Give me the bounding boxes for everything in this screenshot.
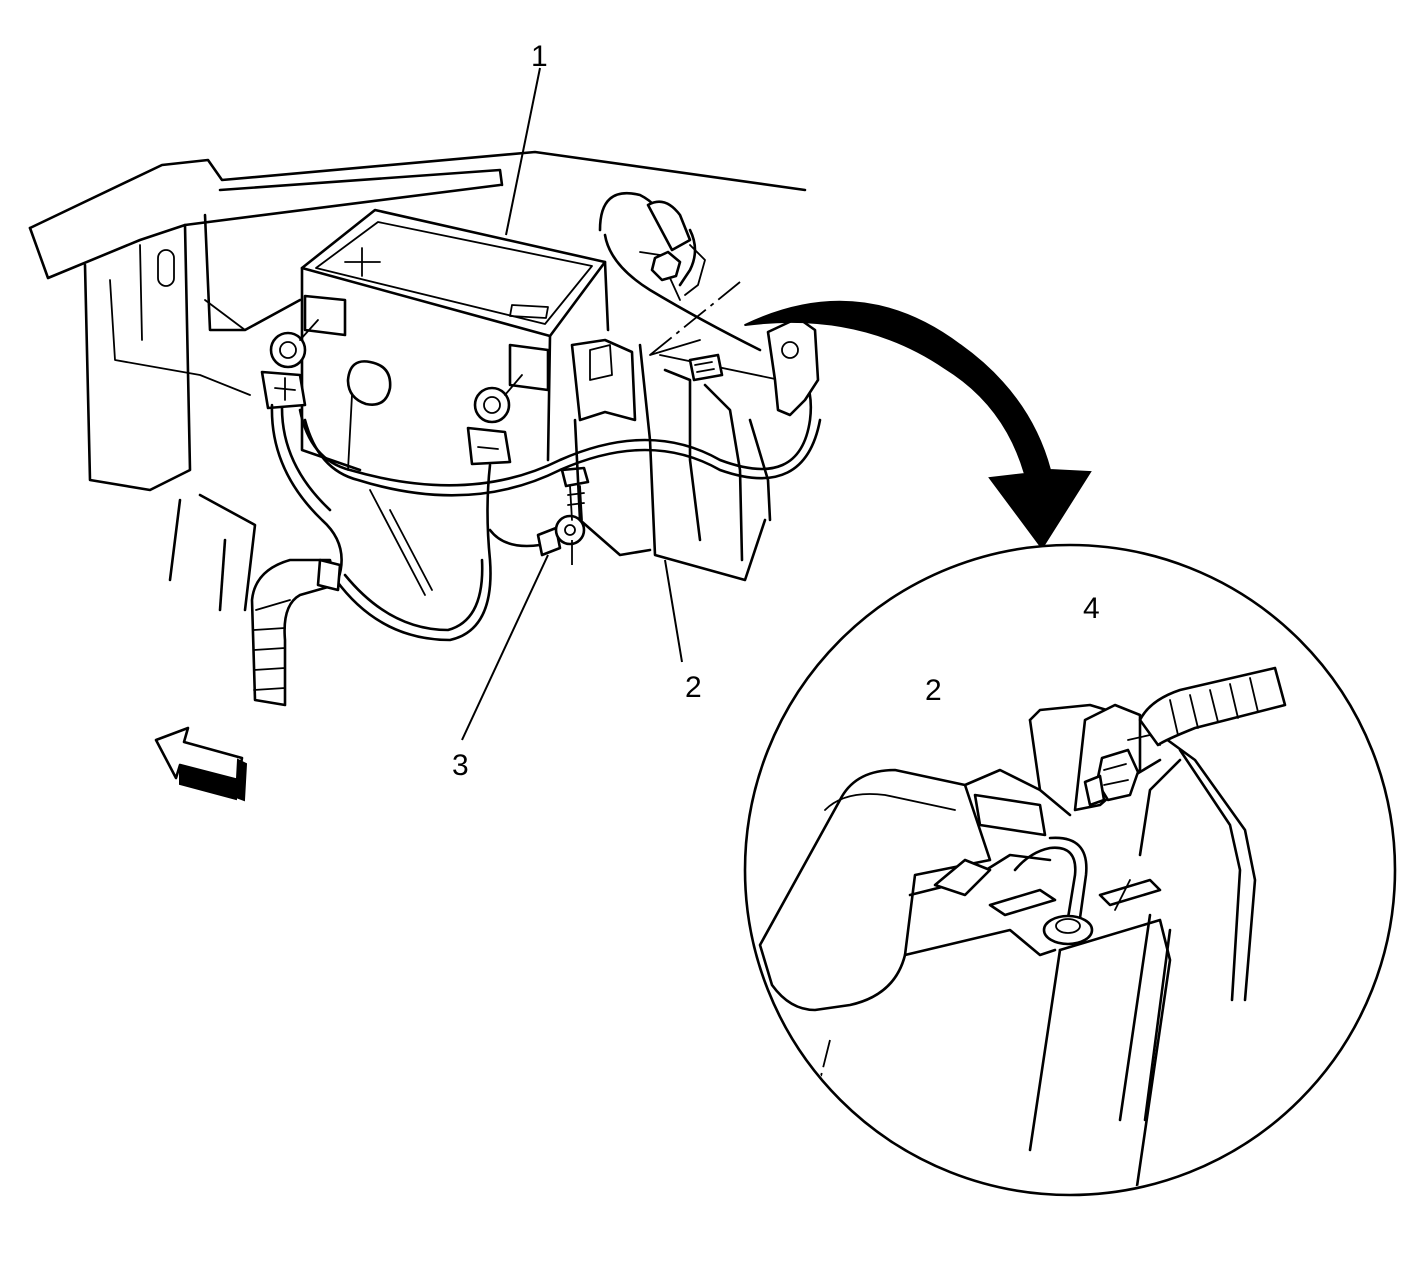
callout-1: 1 — [531, 40, 548, 73]
arrow-left-icon — [154, 726, 248, 802]
negative-terminal — [466, 374, 523, 466]
battery — [300, 208, 610, 596]
callout-3: 3 — [452, 749, 469, 782]
cable-clip — [598, 191, 762, 356]
positive-terminal — [260, 319, 319, 410]
fender-panel — [28, 150, 807, 612]
callout-4: 4 — [1083, 592, 1100, 625]
detail-view — [743, 543, 1397, 1197]
cable-bracket — [744, 316, 820, 417]
cable-loom — [250, 558, 342, 707]
battery-tray — [570, 338, 781, 582]
callout-2-detail: 2 — [925, 674, 942, 707]
battery-cables — [270, 358, 822, 642]
curved-arrow-icon — [744, 300, 1092, 550]
callout-2: 2 — [685, 671, 702, 704]
callouts: 1 2 3 2 4 — [452, 40, 1100, 782]
terminal-cap — [346, 360, 392, 471]
